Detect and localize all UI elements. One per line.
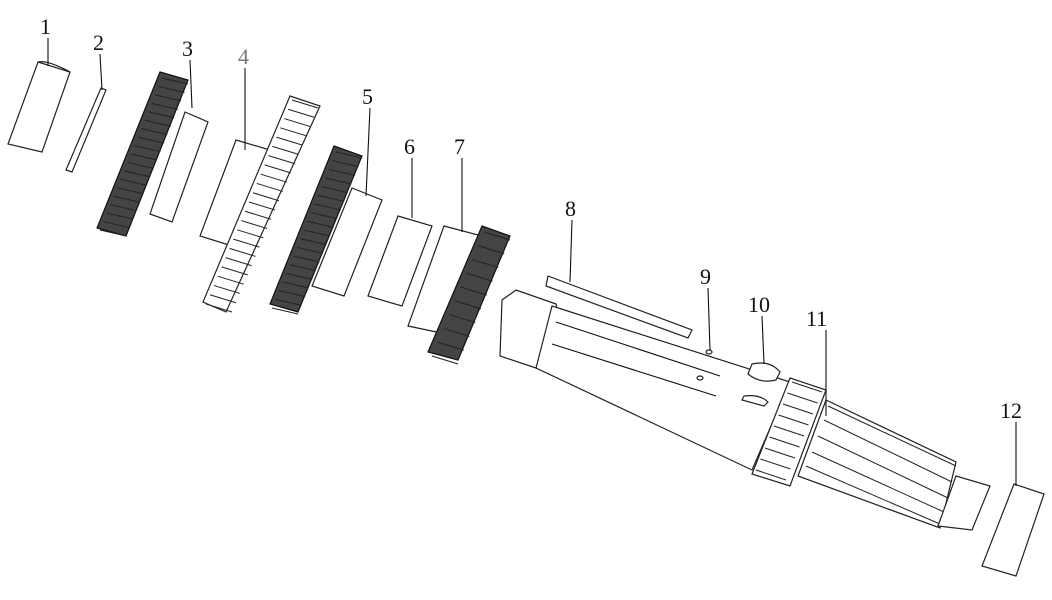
part-12-bearing-sleeve	[981, 483, 1045, 577]
part-9-pin-hole	[705, 349, 713, 355]
part-3-helical-gear	[96, 71, 209, 237]
part-labels: 1 2 3 4 5 6 7 8 9 10 11 12	[40, 14, 1022, 423]
main-shaft	[499, 289, 791, 471]
leader-lines	[47, 38, 1017, 486]
label-2: 2	[93, 30, 104, 55]
label-7: 7	[454, 134, 465, 159]
part-8-key	[545, 275, 693, 339]
label-11: 11	[806, 306, 827, 331]
label-3: 3	[182, 36, 193, 61]
label-6: 6	[404, 134, 415, 159]
label-4: 4	[238, 44, 249, 69]
part-5-helical-gear	[269, 145, 383, 315]
part-2-snap-ring	[65, 87, 107, 173]
part-11-splined-pinion	[751, 377, 991, 531]
label-1: 1	[40, 14, 51, 39]
part-10-woodruff-key	[741, 362, 781, 407]
label-12: 12	[1000, 398, 1022, 423]
part-1-bearing-sleeve	[7, 61, 71, 153]
label-10: 10	[748, 292, 770, 317]
label-8: 8	[565, 196, 576, 221]
label-5: 5	[362, 84, 373, 109]
part-4-large-gear	[199, 95, 321, 313]
part-7-synchronizer-hub	[407, 225, 511, 365]
part-6-bearing-sleeve	[367, 215, 433, 307]
label-9: 9	[700, 264, 711, 289]
